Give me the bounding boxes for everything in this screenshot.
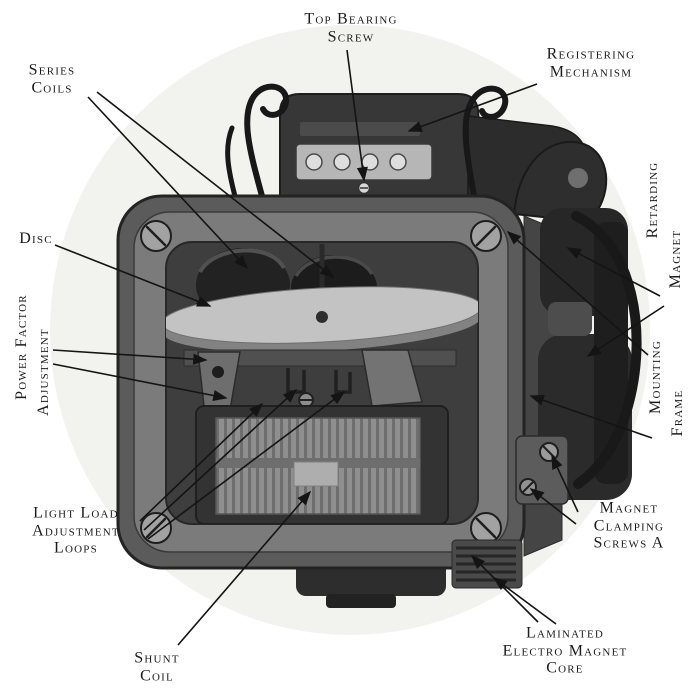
leader-mounting-frame-b — [529, 394, 653, 439]
leader-top-bearing-screw — [346, 49, 368, 182]
label-registering-mechanism: Registering Mechanism — [547, 45, 636, 80]
label-magnet-clamping-screws: Magnet Clamping Screws A — [593, 500, 664, 553]
interior-mechanism — [166, 244, 478, 524]
magnet-clamp-shape — [515, 435, 569, 505]
label-shunt-coil: Shunt Coil — [134, 649, 179, 684]
laminated-core-shape — [451, 539, 523, 589]
label-retarding-magnet-word-1: Retarding — [644, 162, 662, 239]
shunt-coil-shape — [195, 405, 449, 524]
leader-registering-mechanism — [407, 83, 538, 132]
leader-light-load-b — [143, 388, 298, 531]
label-line: Magnet — [599, 499, 659, 517]
leader-disc — [54, 244, 212, 307]
label-laminated-electro-magnet-core: Laminated Electro Magnet Core — [503, 625, 628, 678]
leader-mounting-frame-a — [506, 230, 649, 356]
label-line: Magnet — [667, 229, 685, 289]
label-line: Core — [546, 659, 584, 677]
label-series-coils: Series Coils — [29, 61, 76, 96]
label-line: Series — [28, 61, 76, 79]
label-line: Registering — [546, 45, 636, 63]
label-line: Light Load — [33, 504, 119, 522]
label-line: Electro Magnet — [502, 642, 628, 660]
leader-power-factor-b — [52, 363, 228, 402]
leader-light-load-a — [139, 402, 264, 522]
label-mounting-frame-word-2: Frame — [669, 390, 687, 437]
label-line: Disc — [19, 230, 53, 248]
leader-retarding-magnet-b — [586, 305, 665, 357]
label-light-load-adjustment-loops: Light Load Adjustment Loops — [32, 505, 120, 558]
leader-magnet-clamping-a — [551, 454, 579, 513]
label-line: Shunt — [134, 649, 180, 667]
label-line: Coil — [140, 667, 174, 684]
leader-retarding-magnet-a — [566, 247, 661, 297]
label-line: Power Factor — [13, 294, 31, 400]
top-lead-wires — [225, 83, 509, 203]
leader-magnet-clamping-b — [529, 488, 577, 525]
label-line: Frame — [669, 389, 687, 437]
adjustment-mechanism-shape — [183, 349, 457, 411]
label-power-factor-word-1: Power Factor — [13, 294, 31, 400]
label-retarding-magnet-word-2: Magnet — [667, 230, 685, 289]
label-mounting-frame-word-1: Mounting — [647, 340, 665, 414]
leader-series-coils-b — [96, 91, 335, 278]
retarding-magnet-shape — [538, 208, 642, 500]
label-power-factor-word-2: Adjustment — [35, 328, 53, 416]
label-line: Clamping — [593, 517, 665, 535]
label-line: Adjustment — [35, 328, 53, 416]
disc-shape — [166, 286, 478, 353]
label-line: Screw — [327, 28, 375, 45]
label-top-bearing-screw: Top Bearing Screw — [304, 10, 397, 45]
leader-power-factor-a — [52, 349, 208, 365]
label-line: Mounting — [647, 340, 665, 414]
leader-lines — [52, 49, 665, 646]
bracket-hole — [568, 168, 588, 188]
leader-shunt-coil — [177, 490, 312, 646]
label-line: Mechanism — [549, 63, 633, 80]
label-line: Loops — [54, 539, 98, 557]
label-line: Top Bearing — [304, 10, 398, 28]
leader-light-load-c — [147, 391, 346, 540]
label-line: Retarding — [644, 161, 662, 239]
leader-laminated-core-b — [492, 577, 557, 625]
label-line: Coils — [31, 79, 73, 96]
label-line: Adjustment — [32, 522, 120, 540]
label-disc: Disc — [19, 230, 52, 248]
label-line: Screws A — [593, 534, 665, 552]
label-line: Laminated — [525, 624, 605, 642]
leader-series-coils-a — [87, 96, 249, 270]
